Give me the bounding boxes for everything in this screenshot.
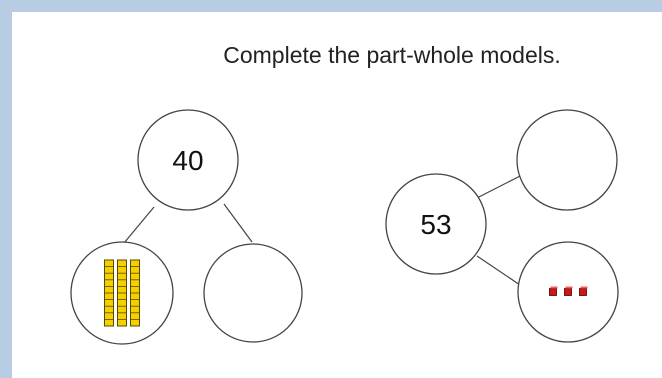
part-circle-empty[interactable] [203, 243, 303, 343]
whole-circle: 53 [385, 173, 487, 275]
worksheet: Complete the part-whole models. 40 [12, 12, 662, 378]
ten-rod [104, 259, 114, 327]
one-cubes [549, 286, 588, 296]
ten-rod [117, 259, 127, 327]
instruction-text: Complete the part-whole models. [223, 42, 561, 68]
part-circle-ones [517, 241, 619, 343]
connector-line [223, 203, 253, 243]
whole-value: 40 [172, 145, 203, 176]
one-cube [564, 286, 573, 296]
part-circle-tens [70, 241, 174, 345]
connector-line [472, 174, 523, 201]
ten-rods [104, 259, 140, 327]
whole-value: 53 [420, 209, 451, 240]
part-whole-diagrams: 40 53 [70, 109, 619, 345]
connector-line [476, 255, 524, 288]
part-whole-model-1: 40 [70, 109, 303, 345]
one-cube [579, 286, 588, 296]
whole-circle: 40 [137, 109, 239, 211]
ten-rod [130, 259, 140, 327]
one-cube [549, 286, 558, 296]
connector-line [123, 206, 155, 244]
part-circle-empty[interactable] [516, 109, 618, 211]
part-whole-model-2: 53 [385, 109, 619, 343]
